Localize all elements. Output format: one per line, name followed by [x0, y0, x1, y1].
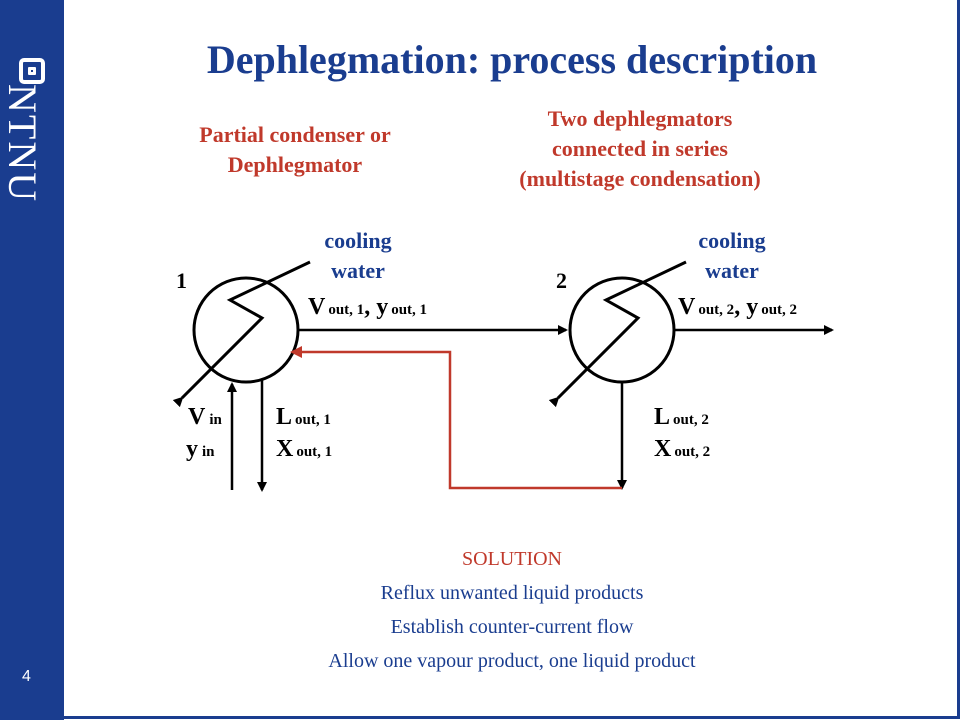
slide-title: Dephlegmation: process description — [206, 37, 818, 82]
solution-title: SOLUTION — [462, 548, 562, 570]
unit2-number: 2 — [556, 268, 567, 293]
right-heading-line1: Two dephlegmators — [547, 106, 733, 131]
solution-line-3: Allow one vapour product, one liquid pro… — [328, 650, 696, 672]
right-heading: Two dephlegmators connected in series (m… — [470, 104, 810, 194]
solution-line-2: Establish counter-current flow — [390, 616, 634, 638]
unit1-water-label: water — [331, 258, 385, 283]
solution-line-1: Reflux unwanted liquid products — [380, 582, 644, 604]
ntnu-logo-mark — [19, 58, 45, 84]
ntnu-sidebar: NTNU 4 — [0, 0, 64, 720]
ntnu-logo: NTNU — [0, 58, 50, 203]
unit2-cooling-water: cooling water — [672, 226, 792, 286]
left-heading: Partial condenser or Dephlegmator — [160, 120, 430, 180]
left-heading-line2: Dephlegmator — [227, 152, 363, 177]
left-heading-line1: Partial condenser or — [199, 122, 391, 147]
page-number: 4 — [22, 668, 31, 685]
unit2-cooling-label: cooling — [698, 228, 766, 253]
unit1-cooling-water: cooling water — [298, 226, 418, 286]
reflux-line — [290, 346, 622, 490]
right-heading-line3: (multistage condensation) — [519, 166, 761, 191]
unit2-water-label: water — [705, 258, 759, 283]
unit1-cooling-label: cooling — [324, 228, 392, 253]
unit1-cooling-coil — [172, 260, 311, 408]
unit1-number: 1 — [176, 268, 187, 293]
right-heading-line2: connected in series — [552, 136, 728, 161]
unit2-cooling-coil — [548, 260, 687, 408]
